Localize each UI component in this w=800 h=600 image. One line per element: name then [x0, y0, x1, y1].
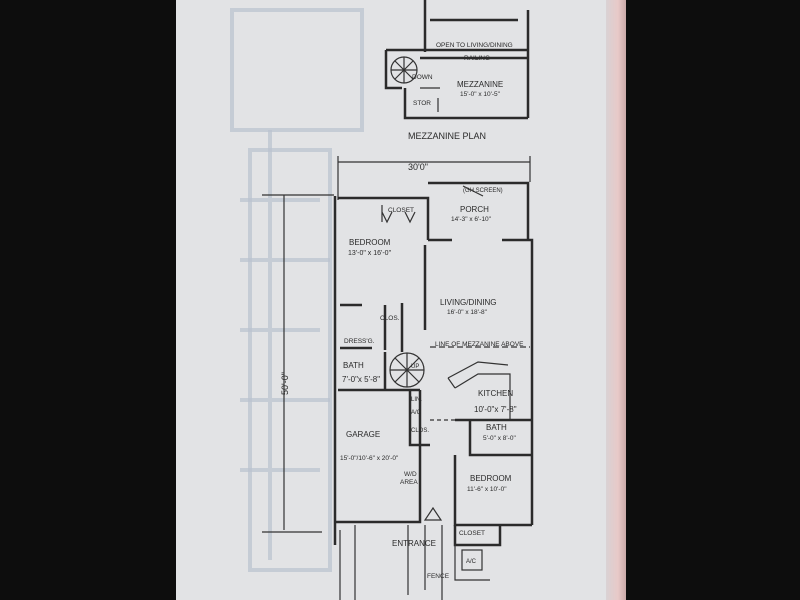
down-label: DOWN	[412, 74, 433, 81]
bath-label-1: BATH	[343, 361, 364, 370]
wd-label: W/D	[404, 471, 417, 478]
mezzanine-plan: OPEN TO LIVING/DINING RAILING DOWN MEZZA…	[384, 0, 530, 141]
bath-size-2: 5'-0" x 8'-0"	[483, 435, 516, 442]
bedroom-label-2: BEDROOM	[470, 474, 512, 483]
fence-label: FENCE	[427, 573, 450, 580]
depth-dimension: 50'-0"	[280, 372, 290, 395]
ac-unit-icon	[461, 549, 483, 571]
kitchen-size: 10'-0"x 7'-8"	[474, 405, 517, 414]
clos-label-2: CLOS.	[411, 428, 429, 434]
main-floor-plan	[333, 181, 534, 600]
ac-closet-label: A/C	[411, 410, 422, 416]
dressing-label: DRESS'G.	[344, 338, 375, 345]
dimension-lines: 30'0" 50'-0"	[262, 156, 531, 533]
porch-label: PORCH	[460, 205, 489, 214]
entrance-label: ENTRANCE	[392, 539, 436, 548]
ac-unit-label: A/C	[466, 559, 477, 565]
garage-label: GARAGE	[346, 430, 380, 439]
living-dining-size: 16'-0" x 18'-8"	[447, 309, 488, 316]
bedroom-label-1: BEDROOM	[349, 238, 391, 247]
bleed-through-ghost	[230, 8, 364, 572]
mezzanine-line-label: LINE OF MEZZANINE ABOVE	[435, 341, 524, 348]
up-label: UP	[411, 364, 419, 370]
wd-area-label: AREA	[400, 479, 418, 486]
open-to-living-label: OPEN TO LIVING/DINING	[436, 42, 513, 49]
entrance-marker-icon	[423, 506, 443, 521]
kitchen-label: KITCHEN	[478, 389, 513, 398]
page-edge	[606, 0, 626, 600]
width-dimension: 30'0"	[408, 162, 428, 172]
bath-size-1: 7'-0"x 5'-8"	[342, 375, 380, 384]
bath-label-2: BATH	[486, 423, 507, 432]
bedroom-size-1: 13'-0" x 16'-0"	[348, 250, 392, 257]
mezzanine-plan-title: MEZZANINE PLAN	[408, 131, 486, 141]
porch-size: 14'-3" x 6'-10"	[451, 216, 492, 223]
linen-label: LIN.	[411, 397, 422, 403]
room-labels: (GH SCREEN) PORCH 14'-3" x 6'-10" CLOSET…	[340, 188, 524, 580]
closet-label-2: CLOSET	[459, 530, 485, 537]
closet-label-1: CLOSET	[388, 207, 414, 214]
mezzanine-size: 15'-0" x 10'-5"	[460, 91, 501, 98]
clos-label-1: CLOS.	[380, 315, 400, 322]
railing-label: RAILING	[464, 55, 490, 62]
storage-label: STOR	[413, 100, 431, 107]
mezzanine-label: MEZZANINE	[457, 80, 503, 89]
living-dining-label: LIVING/DINING	[440, 298, 496, 307]
porch-note: (GH SCREEN)	[463, 188, 503, 194]
bedroom-size-2: 11'-6" x 10'-0"	[467, 486, 507, 493]
garage-size: 15'-0"/10'-6" x 20'-0"	[340, 455, 399, 462]
